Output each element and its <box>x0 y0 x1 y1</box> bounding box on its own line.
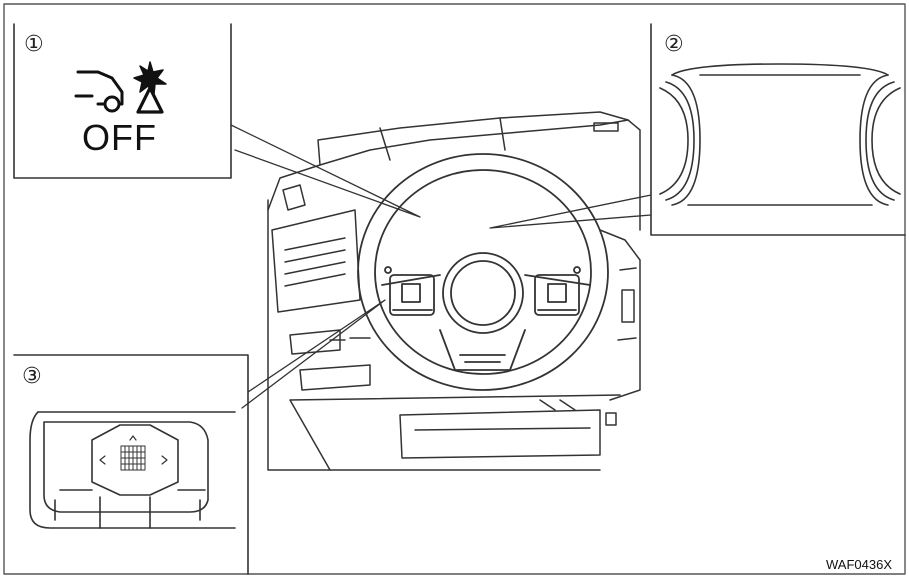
switch-dial <box>120 445 146 471</box>
callout-three-box <box>13 354 249 575</box>
figure-code: WAF0436X <box>826 557 892 572</box>
callout-number-two: ② <box>664 32 684 57</box>
switch-arrows <box>99 435 168 465</box>
steering-wheel <box>357 153 609 391</box>
callout-two-box <box>650 23 906 236</box>
callout-number-one: ① <box>24 32 44 57</box>
dashboard <box>267 111 641 471</box>
callout-number-three: ③ <box>22 364 42 389</box>
indicator-off-text: OFF <box>82 117 157 158</box>
outer-frame <box>3 3 906 575</box>
forward-collision-warning-off-icon <box>74 61 167 114</box>
callout-one-box <box>13 23 232 179</box>
